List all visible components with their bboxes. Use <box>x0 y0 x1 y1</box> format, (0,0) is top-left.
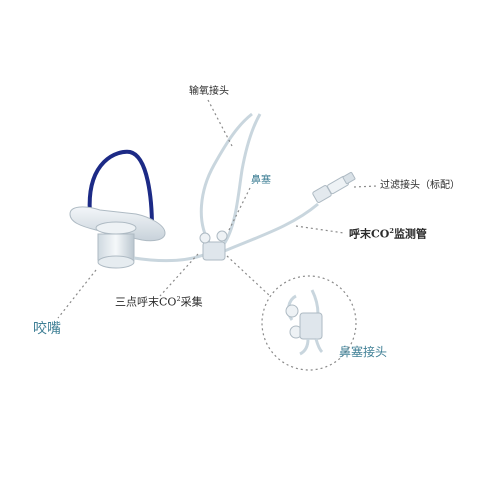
sampling-tube <box>133 252 207 263</box>
nasal-prong-right <box>216 230 228 242</box>
oxygen-tube-left <box>199 112 253 245</box>
label-filter-connector: 过滤接头（标配） <box>380 180 460 191</box>
detail-circle <box>261 275 357 371</box>
mouthpiece-hole <box>95 221 137 235</box>
label-three-point-co2: 三点呼末CO2采集 <box>115 296 203 308</box>
filter-connector <box>312 171 356 203</box>
label-co2-monitor-tube: 呼末CO2监测管 <box>349 228 427 240</box>
leader-filter <box>353 185 378 188</box>
label-three-point-suffix: 采集 <box>180 295 203 309</box>
label-nasal-plug: 鼻塞 <box>251 175 271 186</box>
leader-co2 <box>295 225 345 234</box>
label-three-point-sup: 2 <box>176 295 181 303</box>
leader-detail <box>226 255 271 297</box>
leader-mouthpiece <box>57 269 97 319</box>
label-mouthpiece: 咬嘴 <box>33 321 61 337</box>
label-co2-monitor-suffix: 监测管 <box>393 227 427 241</box>
label-three-point-prefix: 三点呼末CO <box>115 295 177 309</box>
label-oxygen-connector: 输氧接头 <box>189 86 229 97</box>
detail-nasal-plug <box>285 289 324 356</box>
nasal-prong-left <box>199 232 211 244</box>
label-co2-monitor-prefix: 呼末CO <box>349 227 390 241</box>
mouthpiece-strap <box>87 149 154 230</box>
oxygen-tube-right <box>222 113 262 245</box>
nasal-hub <box>202 241 226 261</box>
label-nasal-plug-detail: 鼻塞接头 <box>339 345 388 359</box>
co2-monitor-tube <box>221 202 319 254</box>
label-co2-monitor-sup: 2 <box>389 227 394 235</box>
leader-oxygen <box>207 99 233 147</box>
leader-lines <box>57 99 378 319</box>
leader-nasal <box>227 187 251 233</box>
mouthpiece-rim <box>97 255 135 269</box>
